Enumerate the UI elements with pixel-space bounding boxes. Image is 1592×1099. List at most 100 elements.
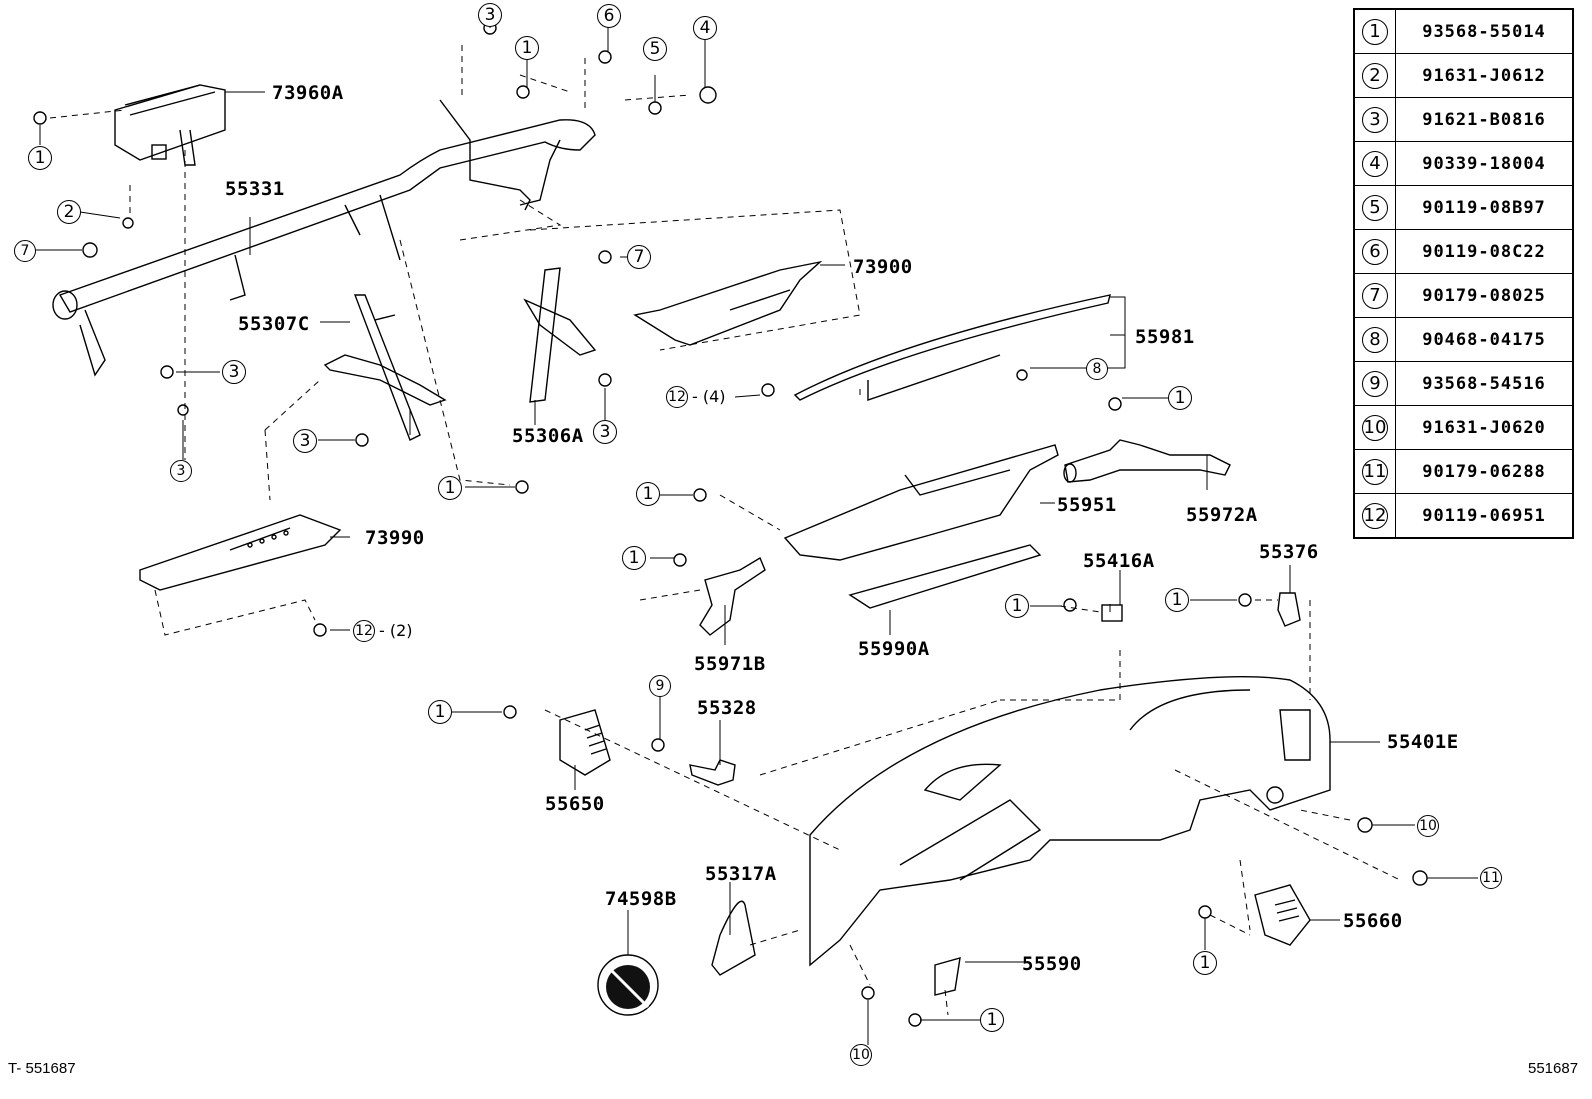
part-label-55951[interactable]: 55951: [1057, 494, 1117, 516]
callout-fastener-1[interactable]: 1: [980, 1008, 1004, 1032]
callout-fastener-12[interactable]: 12: [666, 386, 688, 408]
vent-55660: [1254, 884, 1311, 946]
callout-fastener-1[interactable]: 1: [1168, 386, 1192, 410]
callout-fastener-3[interactable]: 3: [478, 3, 502, 27]
lower-panel-73990: [139, 514, 342, 591]
part-label-74598B[interactable]: 74598B: [605, 888, 677, 910]
part-label-55971B[interactable]: 55971B: [694, 653, 766, 675]
part-label-55660[interactable]: 55660: [1343, 910, 1403, 932]
part-label-55650[interactable]: 55650: [545, 793, 605, 815]
airbag-module-73960A: [114, 84, 226, 166]
bracket-55590: [934, 957, 961, 996]
duct-55951: [783, 444, 1059, 561]
callout-fastener-7[interactable]: 7: [14, 240, 36, 262]
row-key: 6: [1362, 238, 1388, 265]
callout-fastener-1[interactable]: 1: [28, 146, 52, 170]
part-number: 90468-04175: [1395, 317, 1574, 362]
part-label-55981[interactable]: 55981: [1135, 326, 1195, 348]
callout-fastener-10[interactable]: 10: [1417, 815, 1439, 837]
part-label-73900[interactable]: 73900: [853, 256, 913, 278]
table-row[interactable]: 9 93568-54516: [1353, 361, 1574, 406]
row-key: 10: [1362, 414, 1388, 441]
airbag-warning-label-74598B: [597, 954, 659, 1016]
part-label-55331[interactable]: 55331: [225, 178, 285, 200]
brace-55306A: [523, 267, 597, 403]
callout-fastener-3[interactable]: 3: [170, 460, 192, 482]
callout-fastener-1[interactable]: 1: [1165, 588, 1189, 612]
callout-fastener-2[interactable]: 2: [57, 200, 81, 224]
part-label-55590[interactable]: 55590: [1022, 953, 1082, 975]
row-key: 2: [1362, 62, 1388, 89]
table-row[interactable]: 3 91621-B0816: [1353, 97, 1574, 142]
callout-fastener-4[interactable]: 4: [693, 16, 717, 40]
callout-fastener-1[interactable]: 1: [1193, 951, 1217, 975]
callout-fastener-3[interactable]: 3: [222, 360, 246, 384]
part-label-55307C[interactable]: 55307C: [238, 313, 310, 335]
part-label-73990[interactable]: 73990: [365, 527, 425, 549]
row-key: 5: [1362, 194, 1388, 221]
callout-fastener-6[interactable]: 6: [597, 4, 621, 28]
row-key: 3: [1362, 106, 1388, 133]
callout-fastener-1[interactable]: 1: [515, 36, 539, 60]
callout-fastener-1[interactable]: 1: [622, 546, 646, 570]
reinforcement-73900: [633, 260, 823, 346]
part-number: 91631-J0620: [1395, 405, 1574, 450]
duct-55990A: [848, 544, 1042, 609]
part-number: 90119-08B97: [1395, 185, 1574, 230]
part-label-55972A[interactable]: 55972A: [1186, 504, 1258, 526]
row-key: 1: [1362, 18, 1388, 45]
part-label-55328[interactable]: 55328: [697, 697, 757, 719]
callout-fastener-8[interactable]: 8: [1086, 358, 1108, 380]
duct-55971B: [699, 556, 766, 636]
callout-fastener-3[interactable]: 3: [593, 420, 617, 444]
callout-fastener-7[interactable]: 7: [627, 245, 651, 269]
vent-55650: [559, 709, 611, 776]
support-beam-55331: [52, 99, 596, 377]
bracket-55328: [689, 759, 736, 786]
part-label-55401E[interactable]: 55401E: [1387, 731, 1459, 753]
callout-fastener-9[interactable]: 9: [649, 675, 671, 697]
table-row[interactable]: 11 90179-06288: [1353, 449, 1574, 494]
defroster-nozzle-55981: [793, 294, 1111, 401]
row-key: 8: [1362, 326, 1388, 353]
table-row[interactable]: 10 91631-J0620: [1353, 405, 1574, 450]
part-number: 91621-B0816: [1395, 97, 1574, 142]
callout-fastener-5[interactable]: 5: [643, 37, 667, 61]
callout-fastener-11[interactable]: 11: [1480, 867, 1502, 889]
quantity-note: - (2): [379, 621, 413, 640]
table-row[interactable]: 12 90119-06951: [1353, 493, 1574, 539]
part-label-55416A[interactable]: 55416A: [1083, 550, 1155, 572]
part-label-55306A[interactable]: 55306A: [512, 425, 584, 447]
part-label-55990A[interactable]: 55990A: [858, 638, 930, 660]
table-row[interactable]: 8 90468-04175: [1353, 317, 1574, 362]
part-label-55376[interactable]: 55376: [1259, 541, 1319, 563]
quantity-note: - (4): [692, 387, 726, 406]
part-number: 93568-54516: [1395, 361, 1574, 406]
part-label-73960A[interactable]: 73960A: [272, 82, 344, 104]
callout-fastener-12[interactable]: 12: [353, 620, 375, 642]
callout-fastener-1[interactable]: 1: [1005, 594, 1029, 618]
row-key: 9: [1362, 370, 1388, 397]
table-row[interactable]: 6 90119-08C22: [1353, 229, 1574, 274]
callout-fastener-10[interactable]: 10: [850, 1044, 872, 1066]
part-label-55317A[interactable]: 55317A: [705, 863, 777, 885]
bracket-55416A: [1101, 604, 1123, 622]
row-key: 11: [1362, 458, 1388, 485]
callout-fastener-1[interactable]: 1: [428, 700, 452, 724]
callout-fastener-3[interactable]: 3: [293, 429, 317, 453]
part-number: 90179-06288: [1395, 449, 1574, 494]
callout-fastener-1[interactable]: 1: [636, 482, 660, 506]
part-number: 90119-08C22: [1395, 229, 1574, 274]
part-number: 90179-08025: [1395, 273, 1574, 318]
table-row[interactable]: 5 90119-08B97: [1353, 185, 1574, 230]
callout-fastener-1[interactable]: 1: [438, 476, 462, 500]
bracket-55376: [1277, 592, 1301, 627]
part-number: 90119-06951: [1395, 493, 1574, 539]
row-key: 12: [1362, 502, 1388, 529]
row-key: 4: [1362, 150, 1388, 177]
